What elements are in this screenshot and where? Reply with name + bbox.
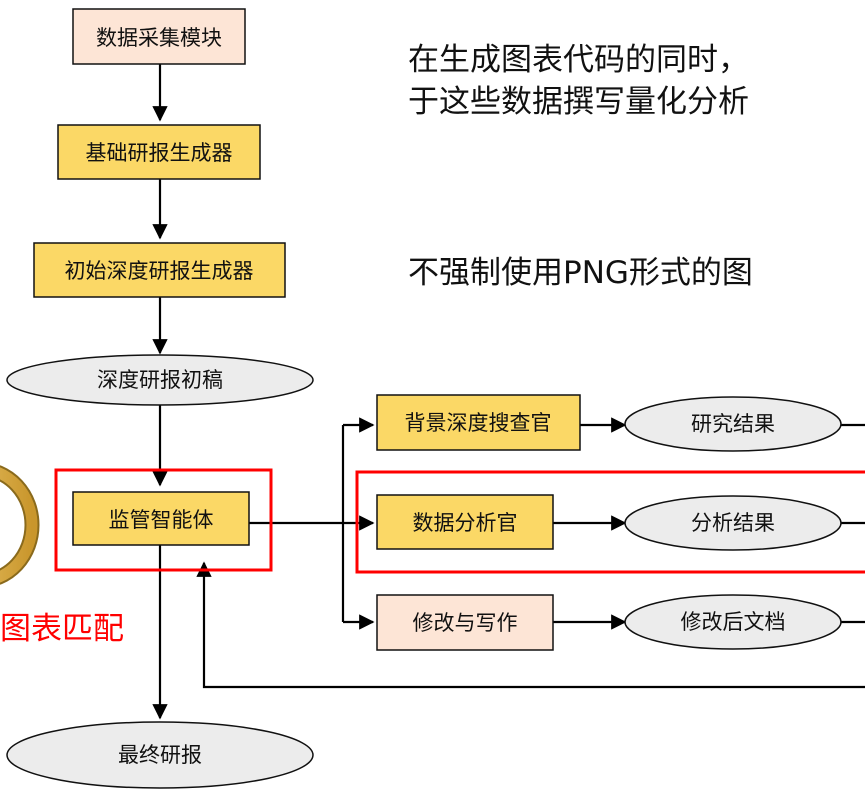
node-deep-report-draft-label: 深度研报初稿 bbox=[97, 368, 223, 392]
node-basic-report-label: 基础研报生成器 bbox=[86, 141, 233, 165]
annotation-line-2: 于这些数据撰写量化分析 bbox=[408, 84, 749, 120]
node-data-collection: 数据采集模块 bbox=[72, 8, 246, 65]
node-final-report-label: 最终研报 bbox=[118, 743, 202, 767]
node-initial-deep-report: 初始深度研报生成器 bbox=[33, 242, 286, 298]
node-background-researcher: 背景深度搜查官 bbox=[376, 394, 581, 451]
node-supervisor-label: 监管智能体 bbox=[109, 508, 214, 532]
node-research-results: 研究结果 bbox=[624, 396, 842, 452]
node-research-results-label: 研究结果 bbox=[691, 412, 775, 436]
node-analysis-results-label: 分析结果 bbox=[691, 511, 775, 535]
node-initial-deep-report-label: 初始深度研报生成器 bbox=[65, 259, 254, 283]
annotation-line-1: 在生成图表代码的同时， bbox=[408, 42, 749, 78]
feedback-loop-line bbox=[196, 561, 865, 689]
node-revise-write: 修改与写作 bbox=[376, 594, 554, 651]
node-supervisor: 监管智能体 bbox=[72, 491, 250, 546]
annotation-line-3: 不强制使用PNG形式的图 bbox=[408, 255, 753, 291]
chart-match-label: 图表匹配 bbox=[0, 611, 124, 647]
node-analysis-results: 分析结果 bbox=[624, 495, 842, 551]
gold-ring-icon bbox=[0, 465, 40, 585]
node-basic-report: 基础研报生成器 bbox=[57, 124, 261, 180]
node-background-researcher-label: 背景深度搜查官 bbox=[405, 411, 552, 435]
node-final-report: 最终研报 bbox=[6, 721, 314, 789]
highlight-supervisor-box bbox=[54, 468, 273, 572]
node-revise-write-label: 修改与写作 bbox=[413, 611, 518, 635]
highlight-analyst-box bbox=[355, 470, 865, 574]
node-data-analyst: 数据分析官 bbox=[376, 494, 554, 550]
node-data-analyst-label: 数据分析官 bbox=[413, 511, 518, 535]
node-data-collection-label: 数据采集模块 bbox=[96, 26, 222, 50]
node-deep-report-draft: 深度研报初稿 bbox=[6, 354, 314, 406]
node-revised-doc: 修改后文档 bbox=[624, 594, 842, 650]
node-revised-doc-label: 修改后文档 bbox=[681, 610, 786, 634]
connectors bbox=[152, 64, 865, 720]
